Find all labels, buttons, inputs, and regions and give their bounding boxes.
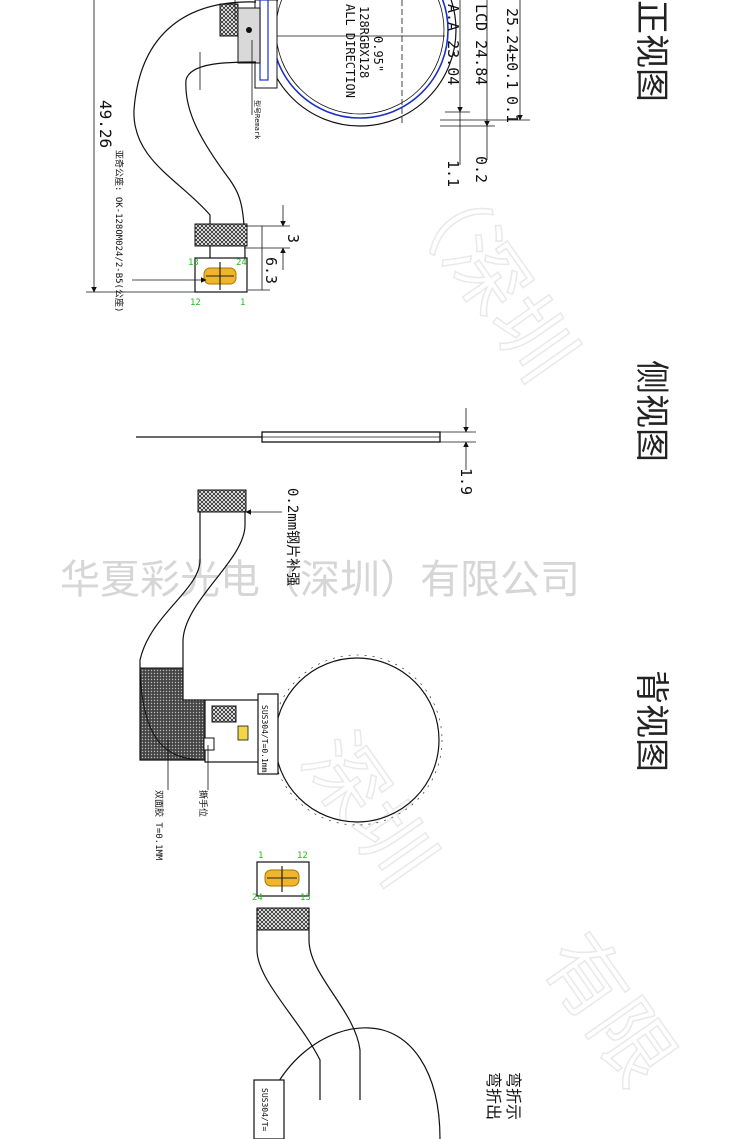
bend-pin-24: 24 (252, 893, 263, 903)
front-pin-13: 13 (188, 258, 199, 268)
svg-text:深圳: 深圳 (284, 718, 452, 902)
front-dim-aa: A.A 23.04 (444, 4, 462, 85)
bend-note-1: 弯折示 (504, 1072, 523, 1120)
back-tape-note: 双面胶 T=0.1MM (153, 790, 165, 861)
front-view: 13 24 12 1 型号Remark 49.26 亚奇公座: OK-128OM… (86, 0, 671, 312)
bend-pin-13: 13 (300, 893, 311, 903)
watermark-company: 华夏彩光电（深圳）有限公司 (60, 557, 580, 603)
front-conn-w1: 3 (284, 234, 302, 243)
bend-note-2: 弯折出 (484, 1072, 503, 1120)
front-tol-2: 0.2 (472, 156, 490, 183)
front-tol-1: 0.1 (503, 96, 521, 123)
front-pin-12: 12 (190, 298, 201, 308)
front-pin-1: 1 (240, 298, 245, 308)
front-small-note: 型号Remark (253, 100, 262, 140)
watermark: （深圳 深圳 有限 华夏彩光电（深圳）有限公司 (60, 147, 693, 1103)
svg-text:有限: 有限 (524, 918, 692, 1102)
front-part-note: 亚奇公座: OK-128OM024/2-B5(公座) (113, 150, 125, 312)
front-res-label: 128RGBX128 (357, 6, 371, 78)
side-thickness-dim: 1.9 (457, 468, 475, 495)
bend-pin-12: 12 (297, 851, 308, 861)
back-hand-note: 撕手位 (197, 790, 209, 817)
bend-sus-note: SUS304/T= (260, 1088, 269, 1132)
front-length-dim: 49.26 (96, 100, 115, 148)
back-sus-note: SUS304/T=0.1mm (260, 705, 269, 773)
front-dim-lcd: LCD 24.84 (472, 4, 490, 85)
front-dim-od: 25.24±0.1 (503, 8, 521, 89)
front-pin-24: 24 (236, 258, 247, 268)
front-tol-3: 1.1 (444, 160, 462, 187)
back-view: SUS304/T=0.1mm 0.2mm钢片补强 双面胶 T=0.1MM 撕手位… (139, 488, 671, 861)
front-conn-w2: 6.3 (262, 257, 280, 284)
svg-text:（深圳: （深圳 (379, 148, 593, 398)
bend-pin-1: 1 (258, 851, 263, 861)
side-view-title: 侧视图 (631, 360, 671, 462)
front-dir-label: ALL DIRECTION (343, 4, 357, 98)
back-view-title: 背视图 (631, 670, 671, 772)
bend-view: 1 12 24 13 SUS304/T= 弯折示 弯折出 (252, 851, 523, 1139)
side-view: 1.9 侧视图 (136, 360, 671, 495)
front-view-title: 正视图 (631, 0, 671, 102)
back-steel-note: 0.2mm钢片补强 (284, 488, 300, 586)
front-size-label: 0.95" (371, 36, 385, 72)
